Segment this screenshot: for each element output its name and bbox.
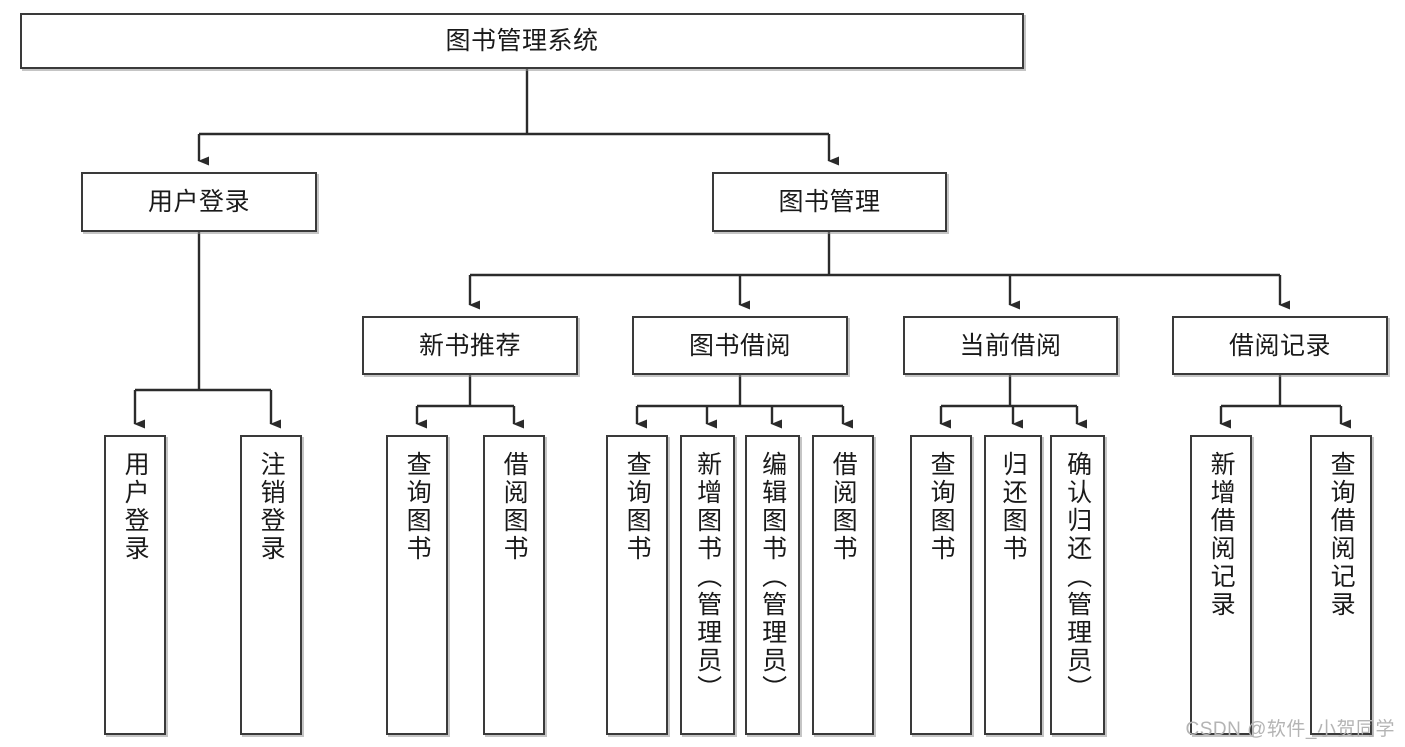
node-label: 编辑图书（管理员） [758, 451, 787, 703]
node-label: 当前借阅 [959, 331, 1062, 360]
node-l_login[interactable]: 用户登录 [104, 435, 166, 735]
node-l_b2[interactable]: 借阅图书 [812, 435, 874, 735]
node-label: 新增借阅记录 [1207, 451, 1236, 619]
node-login[interactable]: 用户登录 [81, 172, 317, 232]
node-label: 图书管理系统 [445, 27, 599, 55]
node-current[interactable]: 当前借阅 [903, 316, 1118, 375]
node-root[interactable]: 图书管理系统 [20, 13, 1024, 69]
node-label: 归还图书 [999, 451, 1028, 563]
node-l_addrec[interactable]: 新增借阅记录 [1190, 435, 1252, 735]
node-label: 查询图书 [927, 451, 956, 563]
node-borrow[interactable]: 图书借阅 [632, 316, 848, 375]
node-newbook[interactable]: 新书推荐 [362, 316, 578, 375]
node-l_conf[interactable]: 确认归还（管理员） [1050, 435, 1105, 735]
node-label: 确认归还（管理员） [1063, 451, 1092, 703]
node-label: 查询借阅记录 [1327, 451, 1356, 619]
node-l_q2[interactable]: 查询图书 [606, 435, 668, 735]
node-label: 图书管理 [778, 188, 881, 216]
node-label: 注销登录 [257, 451, 286, 563]
node-label: 用户登录 [147, 188, 250, 216]
node-label: 新书推荐 [418, 331, 521, 360]
node-l_add[interactable]: 新增图书（管理员） [680, 435, 735, 735]
node-label: 借阅图书 [829, 451, 858, 563]
node-l_qrec[interactable]: 查询借阅记录 [1310, 435, 1372, 735]
node-label: 查询图书 [623, 451, 652, 563]
node-l_edit[interactable]: 编辑图书（管理员） [745, 435, 800, 735]
node-label: 新增图书（管理员） [693, 451, 722, 703]
node-l_q3[interactable]: 查询图书 [910, 435, 972, 735]
node-label: 图书借阅 [688, 331, 791, 360]
node-l_b1[interactable]: 借阅图书 [483, 435, 545, 735]
node-l_logout[interactable]: 注销登录 [240, 435, 302, 735]
node-label: 用户登录 [121, 451, 150, 563]
watermark-text: CSDN @软件_小贺同学 [1185, 719, 1395, 740]
node-bookmgmt[interactable]: 图书管理 [712, 172, 947, 232]
node-l_q1[interactable]: 查询图书 [386, 435, 448, 735]
node-label: 查询图书 [403, 451, 432, 563]
node-l_ret[interactable]: 归还图书 [984, 435, 1042, 735]
node-records[interactable]: 借阅记录 [1172, 316, 1388, 375]
node-label: 借阅记录 [1228, 331, 1331, 360]
node-label: 借阅图书 [500, 451, 529, 563]
